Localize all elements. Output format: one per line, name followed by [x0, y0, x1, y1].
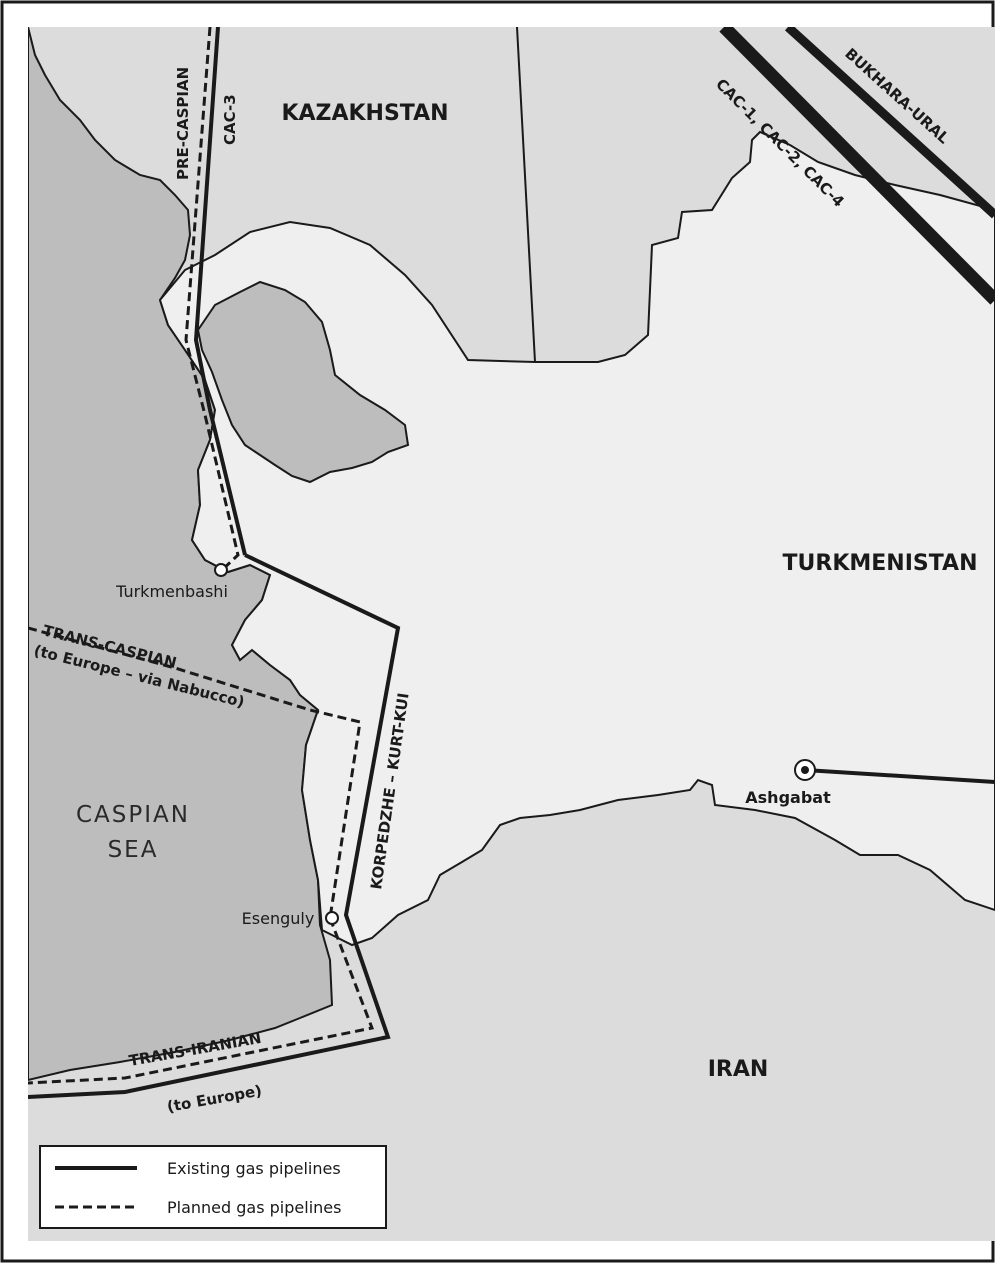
- pipeline-bukhara-ural: [784, 27, 995, 219]
- legend-box: [39, 1145, 387, 1229]
- pipeline-trans-caspian: [28, 626, 362, 919]
- kazakhstan-uzbekistan-border: [516, 27, 536, 363]
- label-cac3: CAC-3: [221, 94, 239, 145]
- label-kazakhstan: KAZAKHSTAN: [281, 101, 448, 126]
- label-caspian: CASPIAN: [76, 802, 190, 828]
- kara-bogaz-gol-overlay: [196, 280, 410, 484]
- label-esenguly: Esenguly: [242, 909, 315, 928]
- pipeline-trans-iranian: [28, 917, 375, 1085]
- label-turkmenistan: TURKMENISTAN: [783, 551, 978, 576]
- legend: Existing gas pipelines Planned gas pipel…: [39, 1145, 387, 1229]
- pipeline-cac3: [193, 27, 247, 556]
- pipeline-cac-1-2-4: [719, 27, 995, 305]
- marker-ashgabat-dot: [801, 766, 809, 774]
- label-sea: SEA: [108, 837, 159, 863]
- label-pre-caspian: PRE-CASPIAN: [174, 67, 192, 180]
- legend-existing-label: Existing gas pipelines: [167, 1159, 341, 1178]
- label-iran: IRAN: [708, 1057, 769, 1082]
- marker-turkmenbashi: [214, 563, 228, 577]
- legend-planned-label: Planned gas pipelines: [167, 1198, 341, 1217]
- pipeline-korpedzhe-kurt-kui: [28, 553, 401, 1099]
- turkmenistan-land: [158, 130, 995, 947]
- label-ashgabat: Ashgabat: [745, 788, 831, 807]
- marker-esenguly: [325, 911, 339, 925]
- map-area: [28, 27, 995, 1241]
- label-turkmenbashi: Turkmenbashi: [115, 582, 228, 601]
- pipeline-ashgabat-east: [804, 768, 995, 784]
